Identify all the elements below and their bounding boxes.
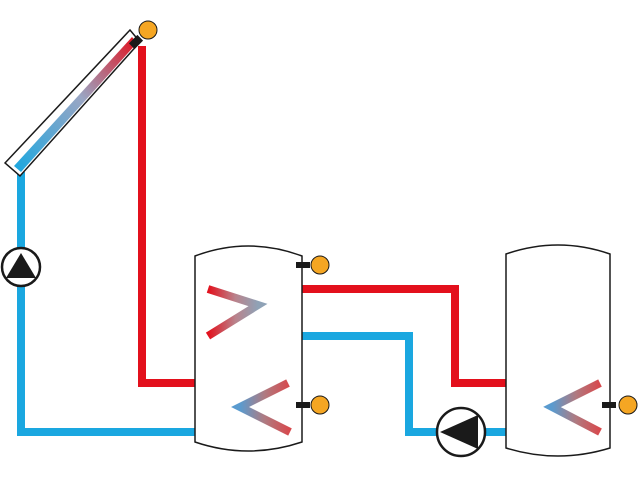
collector-sensor-mount [128, 34, 144, 50]
storage-tank-icon [505, 244, 638, 457]
transfer-cold-pipe [208, 332, 460, 436]
temperature-sensor-icon [618, 395, 638, 415]
tank2-coil [543, 379, 602, 436]
tank1-upper-sensor-mount [296, 262, 310, 268]
tank2-body [505, 244, 611, 457]
tank1-lower-sensor-mount [296, 402, 310, 408]
tank1-lower-coil [231, 379, 292, 436]
temperature-sensor-icon [138, 20, 158, 40]
pump2-arrow [440, 415, 478, 449]
temperature-sensor-icon [310, 395, 330, 415]
storage-tank-icon [194, 245, 330, 452]
solar-collector-icon [3, 20, 158, 178]
collector-absorber [14, 37, 137, 172]
tank1-upper-coil [205, 285, 268, 340]
pump1-arrow [6, 253, 36, 278]
pump-icon [0, 246, 42, 288]
temperature-sensor-icon [310, 255, 330, 275]
tank1-body [194, 245, 303, 452]
pump-icon [435, 406, 487, 458]
tank2-sensor-mount [602, 402, 616, 408]
